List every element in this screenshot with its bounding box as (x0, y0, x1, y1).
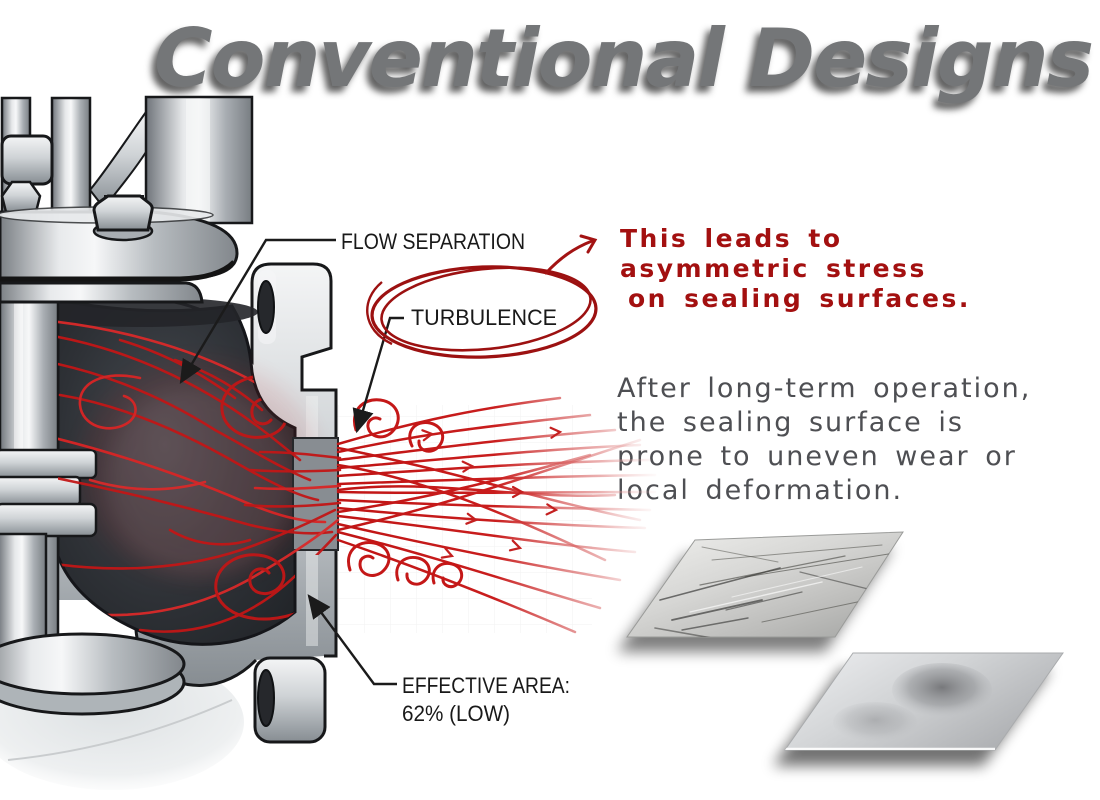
turbulence-circle-annotation (366, 265, 598, 359)
worn-plate-figure (617, 531, 904, 652)
valve-bonnet-assembly (0, 95, 254, 304)
stress-note-line: This leads to (620, 224, 843, 253)
valve-stem-assembly (0, 296, 98, 656)
wear-note-line: After long-term operation, (617, 373, 1032, 404)
wear-note-line: the sealing surface is (617, 407, 964, 438)
deformed-plate-figure (773, 652, 1064, 766)
stress-note-line: asymmetric stress (620, 254, 927, 283)
bonnet-bolt (92, 194, 154, 242)
effective-area-arrow (307, 594, 397, 686)
flow-separation-label: FLOW SEPARATION (341, 229, 525, 254)
turbulent-streamlines (58, 316, 342, 633)
flange-bolt-hole-top (257, 280, 275, 334)
flange-bolt-hole-bottom (257, 669, 275, 727)
effective-area-label-line1: EFFECTIVE AREA: (402, 673, 570, 698)
wear-note-line: local deformation. (617, 475, 904, 506)
valve-disc (0, 632, 186, 716)
wear-note-line: prone to uneven wear or (617, 441, 1017, 472)
red-arrow-icon (544, 234, 598, 275)
stress-note: This leads to asymmetric stress on seali… (620, 224, 971, 314)
turbulence-arrow (352, 316, 404, 434)
flow-arrowheads (421, 426, 563, 559)
exit-flow-fan (336, 396, 657, 634)
flange-boss-bottom (253, 656, 327, 744)
turbulence-label: TURBULENCE (411, 305, 557, 330)
flow-separation-arrow (179, 238, 336, 385)
stress-note-line: on sealing surfaces. (628, 284, 971, 313)
effective-area-label-line2: 62% (LOW) (402, 701, 510, 726)
wear-note: After long-term operation, the sealing s… (617, 372, 1031, 508)
page-title: Conventional Designs (153, 12, 1094, 105)
